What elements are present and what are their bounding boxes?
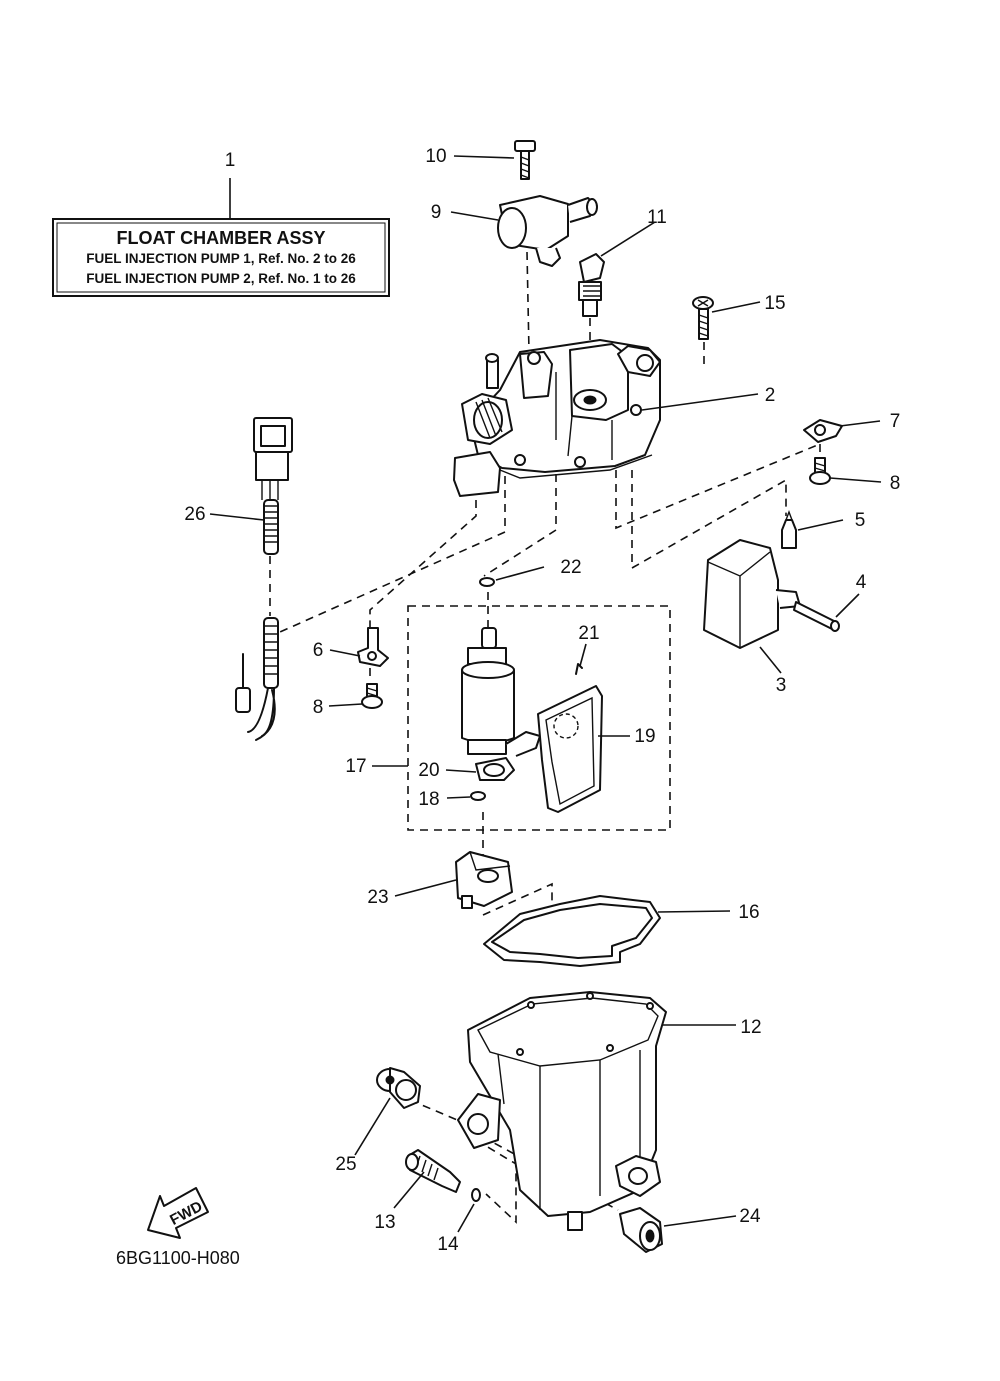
part-6-bracket: [357, 627, 389, 667]
part-9-regulator: [497, 195, 598, 267]
callout-23: 23: [367, 887, 388, 908]
callout-14: 14: [437, 1234, 459, 1255]
part-18-washer: [470, 791, 486, 801]
part-4-pin: [793, 601, 840, 632]
part-22-o-ring: [479, 577, 495, 587]
part-11-fitting: [578, 253, 605, 317]
part-2-float-chamber-head: [453, 339, 661, 497]
callout-9: 9: [431, 202, 442, 223]
callout-1: 1: [225, 150, 236, 171]
callout-22: 22: [560, 557, 581, 578]
callout-5: 5: [855, 510, 866, 531]
part-17-assy-box: [407, 605, 671, 831]
callout-8-right: 8: [890, 473, 901, 494]
part-8-screw-right: [809, 457, 831, 485]
callout-10: 10: [425, 146, 446, 167]
part-19-filter: [537, 663, 603, 813]
part-20-clamp: [475, 757, 515, 781]
part-26-wire-harness: [235, 417, 293, 741]
callout-8-left: 8: [313, 697, 324, 718]
callout-labels: 1 2 3 4 5 6 7 8 8 9 10 11 12 13 14 15 16…: [184, 146, 900, 1255]
callout-21: 21: [578, 623, 599, 644]
title-line-1: FUEL INJECTION PUMP 1, Ref. No. 2 to 26: [86, 251, 356, 266]
callout-6: 6: [313, 640, 324, 661]
title-heading: FLOAT CHAMBER ASSY: [117, 228, 326, 248]
callout-7: 7: [890, 411, 901, 432]
callout-13: 13: [374, 1212, 395, 1233]
part-24-plug: [619, 1207, 663, 1253]
part-25-grommet: [376, 1067, 421, 1109]
callout-26: 26: [184, 504, 205, 525]
callout-16: 16: [738, 902, 759, 923]
callout-4: 4: [856, 572, 867, 593]
part-5-needle-valve: [781, 510, 797, 549]
drawing-code: 6BG1100-H080: [116, 1248, 240, 1268]
callout-2: 2: [765, 385, 776, 406]
part-15-screw: [692, 296, 714, 340]
part-23-holder: [455, 851, 513, 909]
assembly-lines: [269, 443, 821, 1224]
callout-12: 12: [740, 1017, 761, 1038]
callout-15: 15: [764, 293, 785, 314]
callout-24: 24: [739, 1206, 761, 1227]
part-14-o-ring: [471, 1188, 481, 1202]
callout-20: 20: [418, 760, 439, 781]
part-7-clip: [803, 419, 843, 443]
title-line-2: FUEL INJECTION PUMP 2, Ref. No. 1 to 26: [86, 271, 356, 286]
part-10-bolt: [514, 140, 536, 180]
callout-3: 3: [776, 675, 787, 696]
part-13-drain-screw: [405, 1149, 461, 1193]
callout-19: 19: [634, 726, 655, 747]
part-3-float: [703, 539, 801, 649]
part-16-gasket: [483, 895, 661, 967]
callout-17: 17: [345, 756, 366, 777]
part-12-float-chamber: [457, 991, 667, 1231]
part-8-screw-left: [361, 683, 383, 709]
fuel-pump: [461, 627, 541, 757]
title-box: FLOAT CHAMBER ASSY FUEL INJECTION PUMP 1…: [52, 218, 390, 297]
callout-25: 25: [335, 1154, 356, 1175]
callout-11: 11: [647, 207, 667, 228]
fwd-arrow-icon: FWD: [147, 1187, 209, 1239]
callout-18: 18: [418, 789, 439, 810]
